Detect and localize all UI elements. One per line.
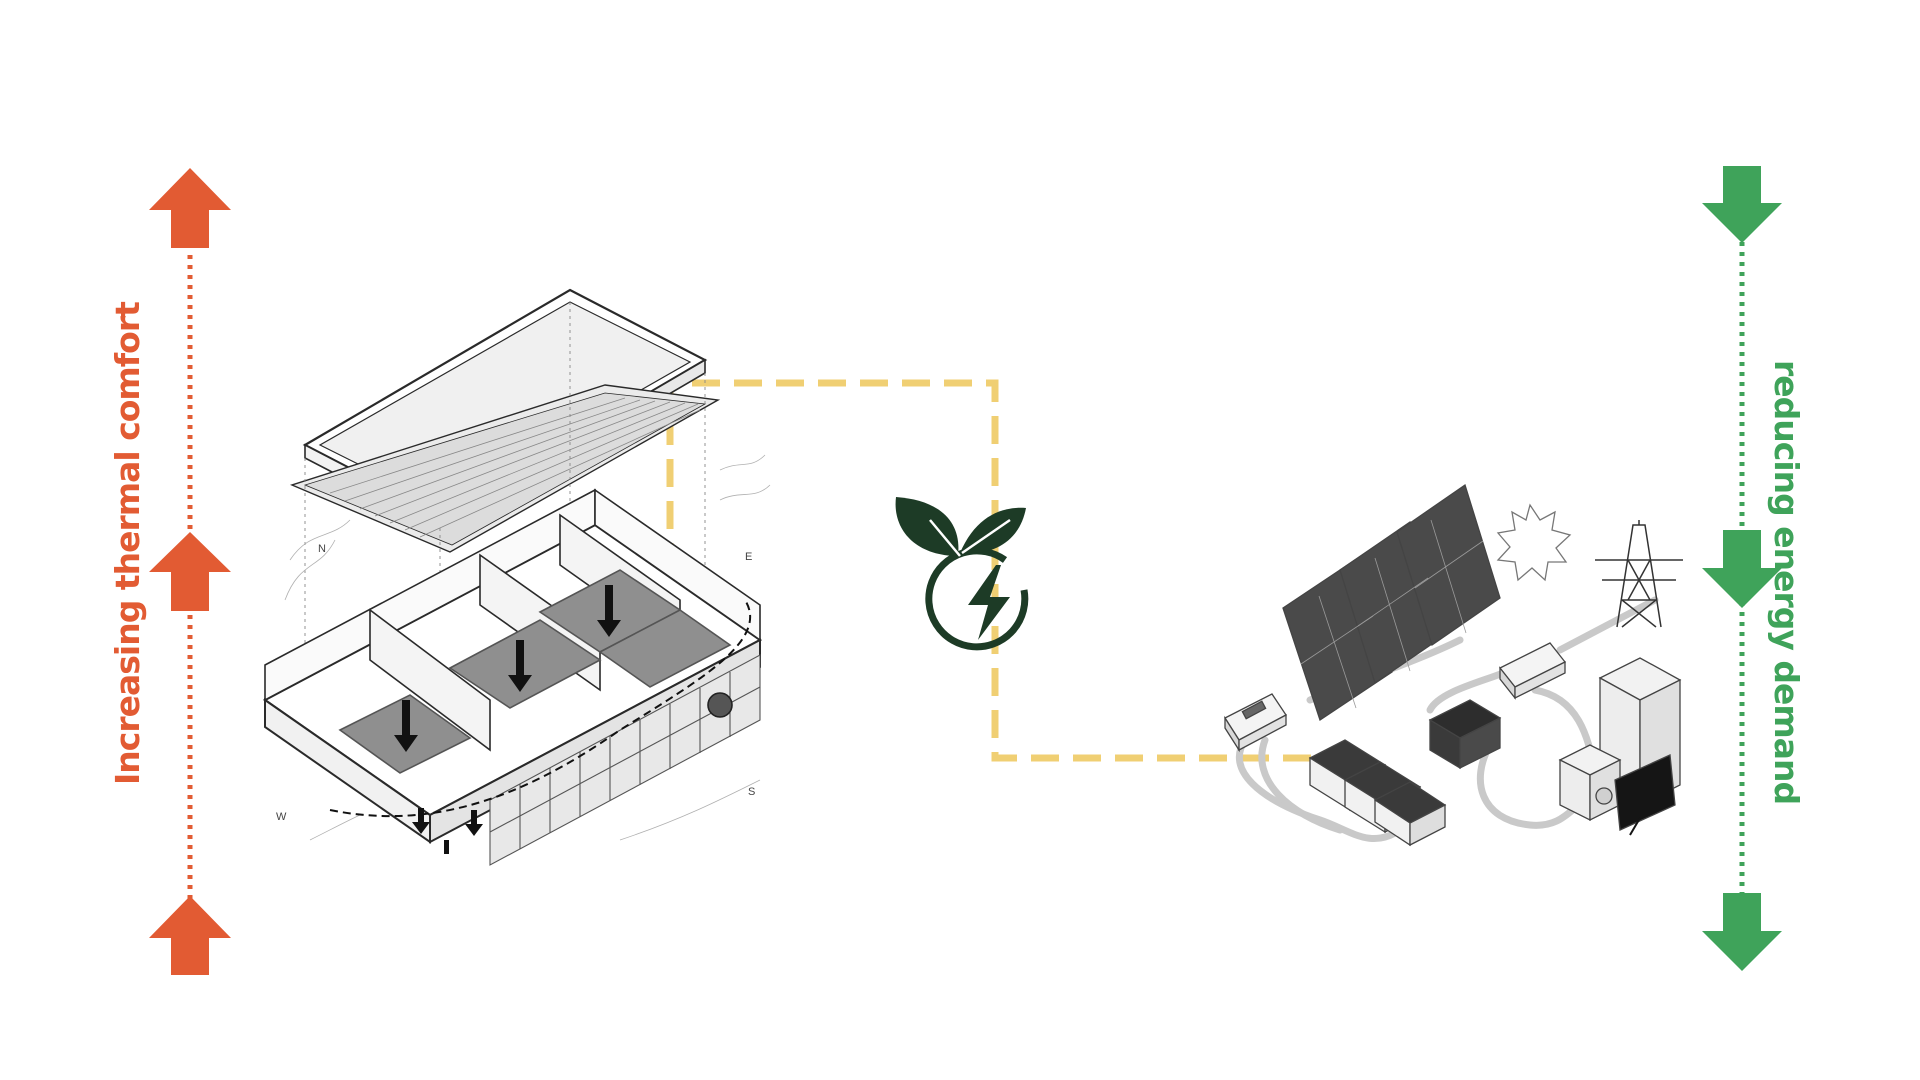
television (1614, 754, 1676, 836)
compass-s: S (748, 786, 755, 798)
insulation-layer (289, 384, 721, 553)
washing-machine (1558, 744, 1622, 822)
compass-n: N (318, 543, 326, 555)
leaf-lightning-energy-icon (895, 497, 1029, 651)
up-arrow-icon (149, 532, 231, 611)
connection-line (666, 379, 1325, 762)
air-path (329, 599, 752, 818)
thermal-comfort-axis (149, 168, 231, 975)
contour-lines (284, 454, 771, 841)
thermal-comfort-label: Increasing thermal comfort (108, 302, 147, 785)
charge-controller (1224, 693, 1287, 753)
inverter (1498, 642, 1567, 700)
tree-icon (707, 692, 733, 718)
batteries (1308, 739, 1447, 847)
energy-system (1224, 483, 1683, 847)
energy-demand-axis (1702, 166, 1782, 971)
transmission-tower-icon (1595, 520, 1683, 628)
projection-lines (304, 302, 706, 720)
power-station (1428, 699, 1502, 770)
air-flow-arrows (394, 585, 621, 854)
compass-e: E (745, 551, 752, 563)
down-arrow-icon (1702, 893, 1782, 971)
energy-demand-label: reducing energy demand (1767, 360, 1806, 805)
sun-icon (1496, 503, 1572, 582)
down-arrow-icon (1702, 530, 1782, 608)
solar-panels (1282, 483, 1501, 722)
up-arrow-icon (149, 168, 231, 248)
compass-w: W (276, 811, 287, 823)
up-arrow-icon (149, 896, 231, 975)
building-axonometric: N E S W (262, 288, 771, 866)
down-arrow-icon (1702, 166, 1782, 243)
